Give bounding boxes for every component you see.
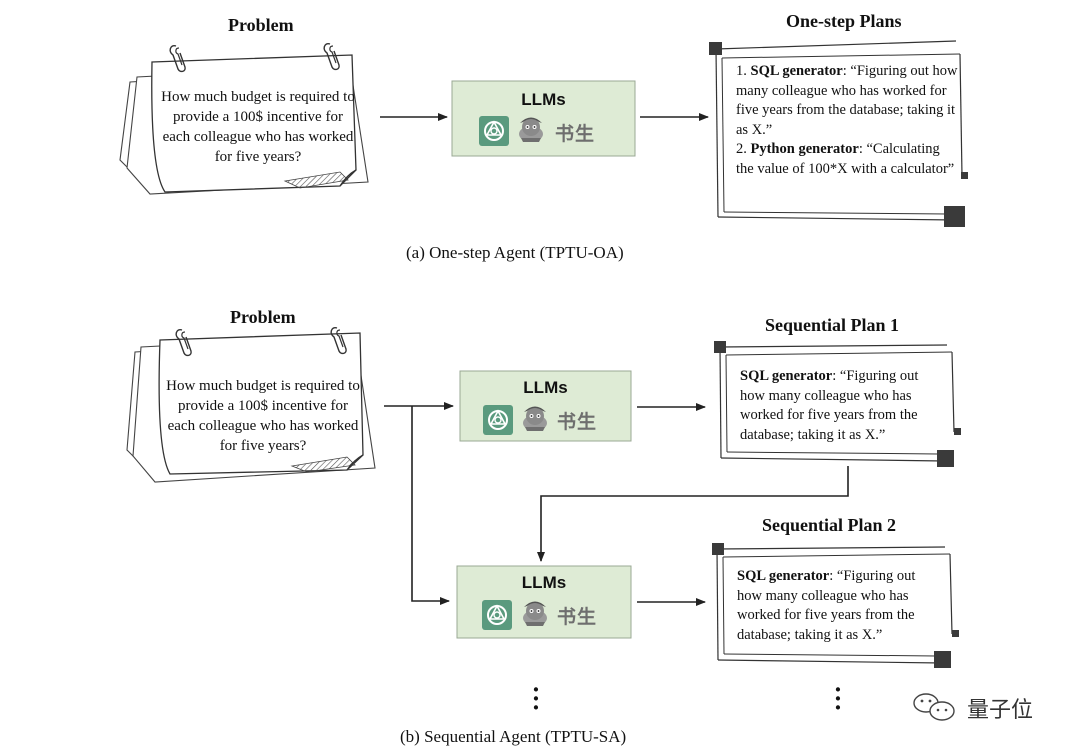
plan2-description: : “Figuring out how many colleague who h… [737, 568, 916, 643]
problem-paper-a [119, 42, 369, 195]
plan-item-index: 2. [736, 141, 747, 157]
caption-b: (b) Sequential Agent (TPTU-SA) [400, 727, 627, 746]
arrow-plan1-to-llm2 [537, 466, 849, 562]
plan-frame-a [709, 40, 968, 227]
plan-item-index: 1. [736, 63, 747, 79]
plan-item: 1. SQL generator: “Figuring out how many… [736, 62, 958, 140]
plan2-tool: SQL generator [737, 568, 830, 584]
continuation-dots-llm: ··· [531, 675, 541, 722]
problem-title-a: Problem [228, 15, 294, 35]
problem-paper-b [126, 326, 376, 483]
llm-label-b2: LLMs [521, 573, 567, 592]
llm-logo-text-b1: 书生 [557, 411, 598, 433]
plan-item-text: : “Calculating the value of 100*X with a… [736, 141, 955, 177]
arrow-problem-to-llm2 [411, 406, 450, 605]
plan1-tool: SQL generator [740, 368, 833, 384]
plan-item-text: : “Figuring out how many colleague who h… [736, 63, 958, 138]
plan2-frame [712, 543, 959, 668]
llm-logo-text-a: 书生 [555, 123, 596, 145]
llm-logo-text-b2: 书生 [557, 606, 598, 628]
shusheng-mascot-icon [523, 406, 547, 431]
problem-title-b: Problem [230, 307, 296, 327]
panel-b-graphics [126, 326, 961, 668]
problem-text-b: How much budget is required to provide a… [166, 378, 360, 454]
plans-title-a: One-step Plans [786, 11, 902, 31]
plan2-text: SQL generator: “Figuring out how many co… [737, 567, 942, 645]
wechat-icon [913, 693, 955, 721]
openai-logo-icon [481, 599, 513, 631]
openai-logo-icon [478, 115, 510, 147]
shusheng-mascot-icon [523, 601, 547, 626]
llm-label-b1: LLMs [523, 378, 568, 397]
continuation-dots-plan: ··· [833, 675, 843, 722]
problem-text-a: How much budget is required to provide a… [161, 89, 355, 165]
llm-label-a: LLMs [521, 90, 566, 109]
plan1-text: SQL generator: “Figuring out how many co… [740, 367, 945, 445]
caption-a: (a) One-step Agent (TPTU-OA) [406, 243, 624, 262]
plan-item-tool: Python generator [750, 141, 859, 157]
plan-item-tool: SQL generator [750, 63, 843, 79]
plan1-description: : “Figuring out how many colleague who h… [740, 368, 919, 443]
plan-list-a: 1. SQL generator: “Figuring out how many… [736, 62, 958, 179]
plan2-title: Sequential Plan 2 [762, 515, 897, 535]
panel-a-graphics [119, 40, 968, 227]
watermark-text: 量子位 [967, 698, 1034, 723]
plan-item: 2. Python generator: “Calculating the va… [736, 140, 958, 179]
plan1-title: Sequential Plan 1 [765, 315, 900, 335]
openai-logo-icon [482, 404, 514, 436]
shusheng-mascot-icon [519, 117, 543, 142]
plan1-frame [714, 341, 961, 467]
